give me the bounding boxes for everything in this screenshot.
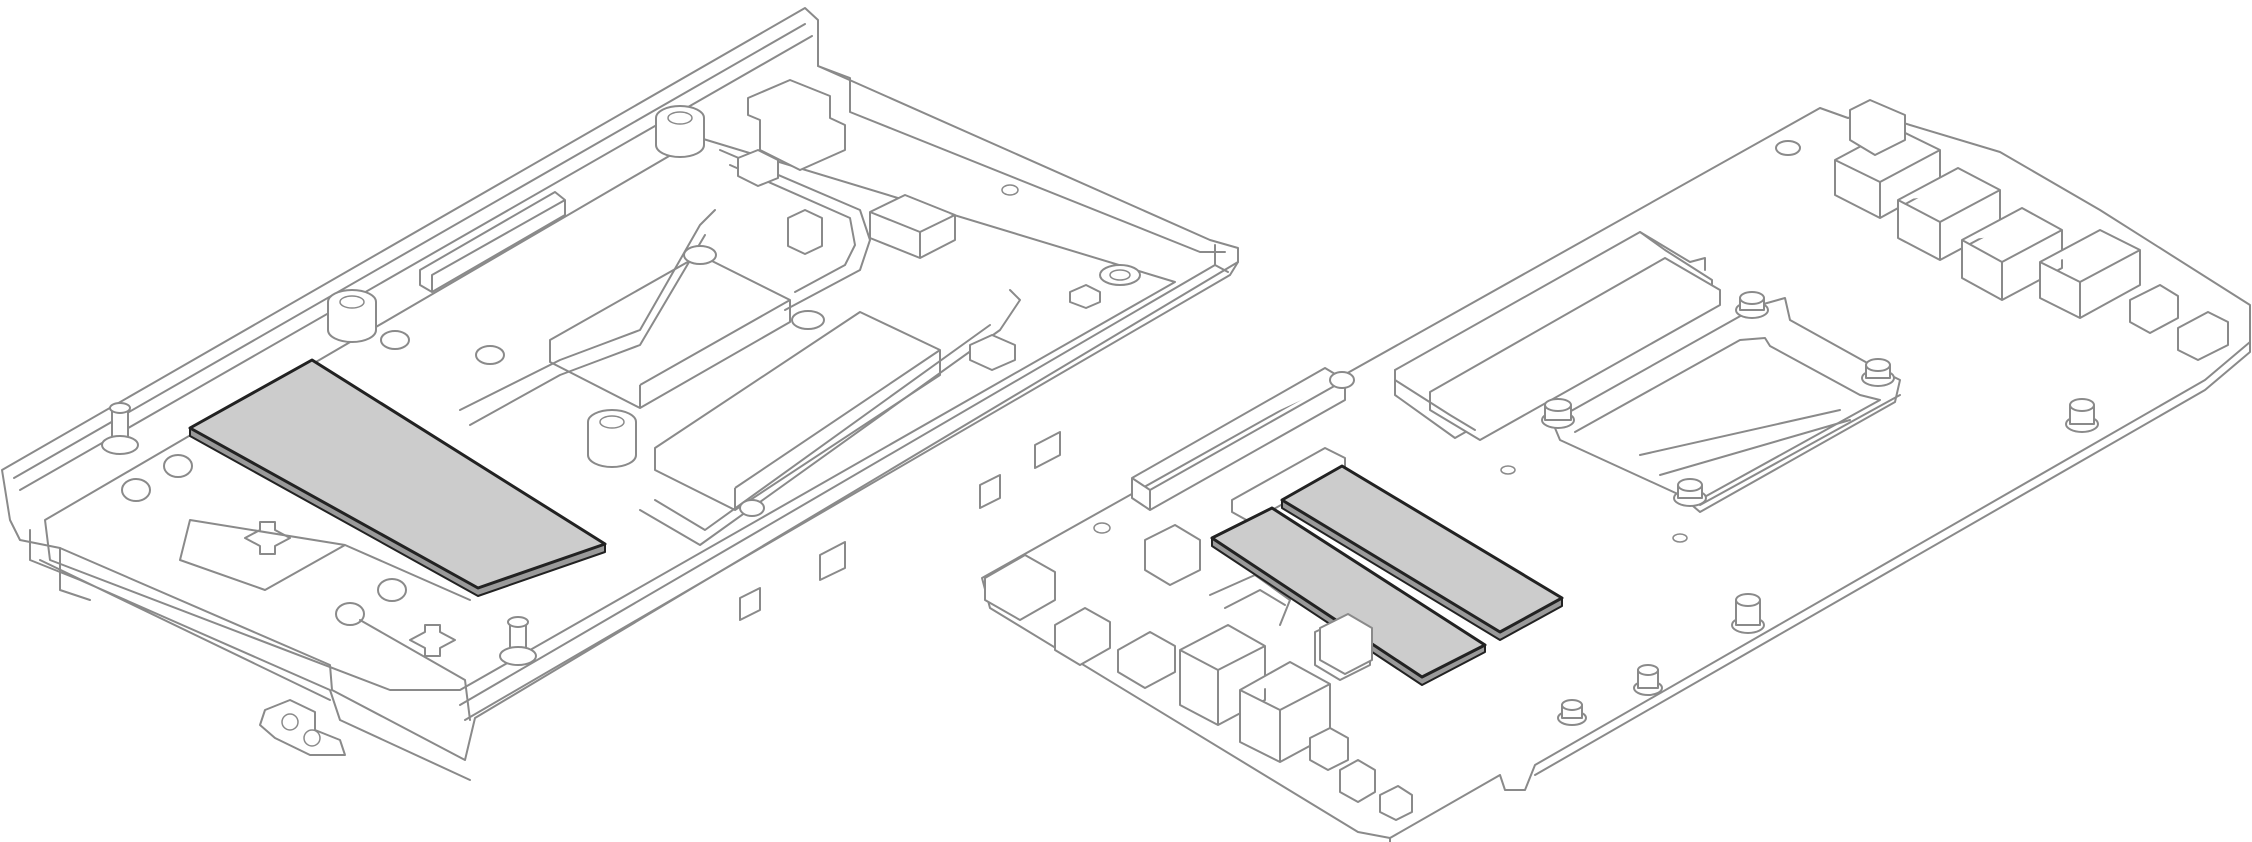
board-standoff xyxy=(1633,664,1663,696)
heat-pipe xyxy=(639,289,1021,546)
screw xyxy=(101,402,139,455)
clip xyxy=(787,209,823,255)
connector-slot xyxy=(419,191,566,293)
cube-block xyxy=(869,194,956,259)
board-standoff xyxy=(1557,699,1587,726)
latch-block xyxy=(747,79,846,171)
cpu-bracket xyxy=(1554,297,1901,513)
heat-pipe xyxy=(719,149,871,311)
cpu-bracket xyxy=(1574,337,1881,506)
drive-card-front xyxy=(654,311,941,511)
drive-card-rear xyxy=(549,254,791,409)
mount-hole xyxy=(121,478,151,502)
pcie-slot xyxy=(1131,367,1346,511)
io-port xyxy=(1961,207,2063,301)
mount-hole xyxy=(163,454,193,478)
front-connector xyxy=(1054,607,1111,666)
system-board-assembly xyxy=(981,99,2251,842)
cpu-socket xyxy=(1639,394,1901,506)
standoff xyxy=(1099,264,1141,286)
mount-hole xyxy=(683,245,717,265)
drive-cage-assembly xyxy=(1,7,1239,781)
standoff xyxy=(655,105,705,158)
cage-front-lip xyxy=(29,529,471,781)
io-port xyxy=(2177,311,2229,361)
bracket-screw xyxy=(1735,291,1769,319)
small-part xyxy=(1309,727,1349,771)
thermal-pad-right-2 xyxy=(1280,464,1564,634)
clip xyxy=(1069,284,1101,309)
mount-hole xyxy=(377,578,407,602)
board-hole xyxy=(1775,140,1801,156)
pad-connector xyxy=(1319,613,1373,675)
cross-cutout xyxy=(244,521,291,555)
board-standoff xyxy=(1731,593,1765,634)
clip xyxy=(737,149,779,187)
standoff xyxy=(327,289,377,343)
io-port xyxy=(1849,99,1906,156)
screw xyxy=(499,616,537,666)
m2-slot-latch xyxy=(1394,231,1706,431)
small-part xyxy=(1379,785,1413,821)
mount-hole xyxy=(335,602,365,626)
board-hole xyxy=(1500,465,1516,475)
thermal-pad-left xyxy=(188,358,607,590)
m2-card xyxy=(1429,257,1721,441)
board-edge xyxy=(1389,341,2251,842)
tab-hole xyxy=(281,713,299,731)
board-hole xyxy=(1329,371,1355,389)
mount-hole xyxy=(475,345,505,365)
cross-cutout xyxy=(409,624,456,657)
tab-hole xyxy=(303,729,321,747)
front-connector xyxy=(984,554,1056,621)
usb-port xyxy=(1239,661,1331,763)
jumper xyxy=(1144,524,1201,586)
board-hole xyxy=(1672,533,1688,543)
board-standoff xyxy=(2065,398,2099,433)
clip xyxy=(969,334,1016,371)
io-port xyxy=(2129,284,2179,334)
io-port xyxy=(2039,229,2141,319)
small-part xyxy=(1339,759,1376,803)
standoff xyxy=(587,409,637,468)
mount-hole xyxy=(380,330,410,350)
bracket-screw xyxy=(1861,358,1895,387)
cable-bracket xyxy=(1209,574,1291,626)
bracket-screw xyxy=(1673,478,1707,507)
cage-bottom-tabs xyxy=(259,699,346,756)
bracket-screw xyxy=(1541,398,1575,429)
board-hole xyxy=(1093,522,1111,534)
rail-detail xyxy=(739,431,1061,621)
heat-pipe xyxy=(459,209,716,426)
floor-seam xyxy=(179,519,471,721)
mount-hole xyxy=(739,499,765,517)
front-connector xyxy=(1117,631,1176,689)
mount-hole xyxy=(1001,184,1019,196)
mount-hole xyxy=(791,310,825,330)
cage-right-rim xyxy=(459,244,1239,721)
